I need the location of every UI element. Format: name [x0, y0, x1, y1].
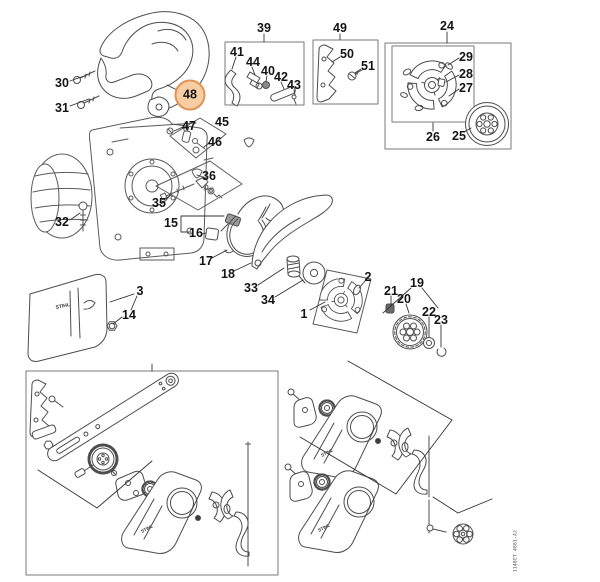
- rim-sprocket: [74, 443, 119, 478]
- callout-49[interactable]: 49: [333, 20, 347, 35]
- callout-21[interactable]: 21: [384, 283, 398, 298]
- group-diamond-35: [155, 160, 243, 211]
- crankcase-housing: [30, 116, 214, 261]
- callout-25[interactable]: 25: [452, 128, 466, 143]
- group-diamond-45: [166, 117, 227, 159]
- callout-41[interactable]: 41: [230, 44, 244, 59]
- tensioner-rail: [31, 424, 57, 440]
- group-box-39: [224, 41, 305, 106]
- washer-34: [302, 261, 326, 285]
- screw-32: [78, 201, 88, 232]
- rod-assembly-35: [159, 176, 223, 201]
- drum-group-19: [385, 303, 447, 357]
- callout-19[interactable]: 19: [410, 275, 424, 290]
- callout-15[interactable]: 15: [164, 215, 178, 230]
- callout-30[interactable]: 30: [55, 75, 69, 90]
- callout-40[interactable]: 40: [261, 63, 275, 78]
- callout-42[interactable]: 42: [274, 69, 288, 84]
- group-box-24: [384, 42, 512, 150]
- e-clip-23: [436, 347, 447, 357]
- lever-44: [246, 71, 263, 90]
- callout-14[interactable]: 14: [122, 307, 136, 322]
- cover-cluster-top: [287, 388, 430, 498]
- callout-1[interactable]: 1: [300, 306, 308, 321]
- link-42: [270, 86, 296, 102]
- callout-50[interactable]: 50: [340, 46, 354, 61]
- callout-47[interactable]: 47: [182, 118, 196, 133]
- callout-35[interactable]: 35: [152, 195, 166, 210]
- collar-nut-14: [106, 321, 118, 331]
- callout-48-selected[interactable]: 48: [174, 79, 206, 111]
- callout-39[interactable]: 39: [257, 20, 271, 35]
- callout-16[interactable]: 16: [189, 225, 203, 240]
- callout-24[interactable]: 24: [440, 18, 454, 33]
- cover-cluster-bottom: [284, 463, 474, 554]
- spike-screw: [48, 395, 64, 408]
- cover-screw-dot: [195, 515, 201, 521]
- screw-31: [77, 95, 100, 109]
- callout-51[interactable]: 51: [361, 58, 375, 73]
- group-box-49: [312, 39, 379, 105]
- drawing-code: 1148ET 4881-A2: [513, 529, 519, 573]
- screw-30: [73, 70, 96, 84]
- group-box-24-inner: [391, 45, 475, 123]
- callout-23[interactable]: 23: [434, 312, 448, 327]
- chain-sprocket-20: [392, 314, 428, 350]
- callout-44[interactable]: 44: [246, 54, 260, 69]
- washer-29: [445, 62, 453, 70]
- callout-18[interactable]: 18: [221, 266, 235, 281]
- rim-sprocket-small: [452, 523, 474, 545]
- drum-and-lever-cluster: [208, 489, 250, 557]
- callout-43[interactable]: 43: [287, 77, 301, 92]
- callout-29[interactable]: 29: [459, 49, 473, 64]
- bushing-28: [437, 78, 446, 87]
- screw-51: [347, 69, 364, 81]
- callout-32[interactable]: 32: [55, 214, 69, 229]
- bar-assembly-parts: [29, 372, 251, 567]
- chain-catcher-a: [293, 397, 317, 428]
- ball-40: [262, 81, 270, 89]
- tensioner-gear-b: [313, 473, 331, 491]
- callout-36[interactable]: 36: [202, 168, 216, 183]
- guide-bar: [47, 372, 179, 462]
- callout-31[interactable]: 31: [55, 100, 69, 115]
- callout-26[interactable]: 26: [426, 129, 440, 144]
- box-49-parts: [316, 44, 364, 103]
- bumper-spike-50: [316, 44, 337, 103]
- elbow-hose-41: [224, 69, 241, 107]
- callout-22[interactable]: 22: [422, 304, 436, 319]
- leader-lines: [37, 31, 493, 514]
- callout-34[interactable]: 34: [261, 292, 275, 307]
- side-cover-3: STIHL: [27, 273, 108, 362]
- hand-guard-18: [251, 194, 333, 270]
- callout-46[interactable]: 46: [208, 134, 222, 149]
- callout-45[interactable]: 45: [215, 114, 229, 129]
- chain-catcher-b: [289, 471, 313, 502]
- box-24-parts: [396, 48, 509, 146]
- callout-28[interactable]: 28: [459, 66, 473, 81]
- clutch-drum-25: [465, 102, 509, 146]
- spring-33: [286, 255, 306, 284]
- callout-2[interactable]: 2: [364, 269, 372, 284]
- washer-plate: [111, 470, 147, 501]
- bolt-46: [192, 138, 206, 150]
- bearing-21: [385, 303, 395, 314]
- screw-43: [291, 94, 297, 105]
- valve-45: [181, 126, 192, 143]
- washer-22: [423, 337, 435, 349]
- grommet-16: [205, 227, 219, 241]
- box-39-parts: [224, 69, 297, 107]
- callout-3[interactable]: 3: [136, 283, 144, 298]
- screw-47: [166, 127, 174, 135]
- cover-3-brand-logo: STIHL: [55, 302, 70, 311]
- sprocket-screw: [426, 524, 447, 533]
- small-clip-part: [243, 137, 255, 148]
- callout-27[interactable]: 27: [459, 80, 473, 95]
- callout-33[interactable]: 33: [244, 280, 258, 295]
- clutch-assembly-26: [396, 48, 464, 121]
- callout-20[interactable]: 20: [397, 291, 411, 306]
- callout-17[interactable]: 17: [199, 253, 213, 268]
